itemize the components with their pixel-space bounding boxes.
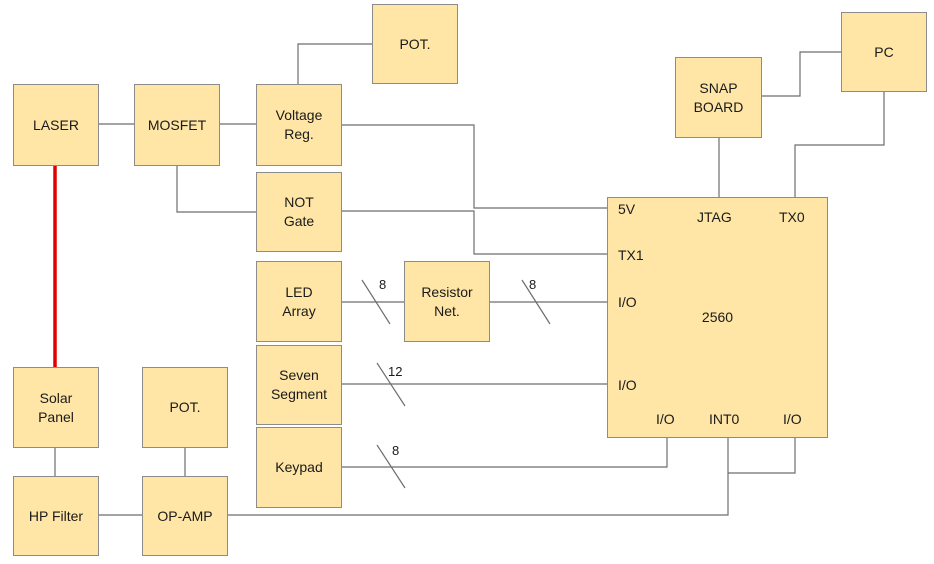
microcontroller-label: 2560 bbox=[701, 309, 734, 325]
laser-block: LASER bbox=[13, 84, 99, 166]
pin-5v: 5V bbox=[618, 201, 636, 217]
mosfet-block: MOSFET bbox=[134, 84, 220, 166]
solar-panel-block: Solar Panel bbox=[13, 367, 99, 448]
pin-io-led: I/O bbox=[618, 294, 637, 310]
voltage-regulator-block: Voltage Reg. bbox=[256, 84, 342, 166]
pin-io-seven-segment: I/O bbox=[618, 377, 637, 393]
bus-width-led-resistor: 8 bbox=[379, 277, 387, 292]
wire-snap-board-pc bbox=[762, 51, 841, 97]
pc-block: PC bbox=[841, 12, 927, 92]
pin-jtag: JTAG bbox=[697, 209, 732, 225]
led-array-block: LED Array bbox=[256, 261, 342, 342]
bus-width-seven-segment: 12 bbox=[388, 364, 403, 379]
pin-tx0: TX0 bbox=[779, 209, 805, 225]
not-gate-block: NOT Gate bbox=[256, 172, 342, 252]
wire-voltage-reg-5v bbox=[342, 124, 607, 209]
wire-keypad-io bbox=[342, 438, 668, 468]
bus-slash-keypad bbox=[376, 444, 406, 489]
snap-board-block: SNAP BOARD bbox=[675, 57, 762, 138]
bus-width-resistor-io: 8 bbox=[529, 277, 537, 292]
pin-io-keypad: I/O bbox=[656, 411, 675, 427]
seven-segment-block: Seven Segment bbox=[256, 345, 342, 425]
bus-slash-led-resistor bbox=[361, 279, 391, 325]
wire-int0-io bbox=[728, 438, 796, 474]
pin-io-right: I/O bbox=[783, 411, 802, 427]
wire-op-amp-int0 bbox=[228, 438, 729, 516]
potentiometer-top-block: POT. bbox=[372, 4, 458, 84]
wire-not-gate-tx1 bbox=[342, 210, 607, 255]
pin-tx1: TX1 bbox=[618, 247, 644, 263]
resistor-network-block: Resistor Net. bbox=[404, 261, 490, 342]
keypad-block: Keypad bbox=[256, 427, 342, 508]
pin-int0: INT0 bbox=[709, 411, 740, 427]
op-amp-block: OP-AMP bbox=[142, 476, 228, 556]
bus-width-keypad: 8 bbox=[392, 443, 400, 458]
microcontroller-block: 2560 bbox=[607, 197, 828, 438]
bus-slash-resistor-io bbox=[521, 279, 551, 325]
wire-voltage-reg-pot bbox=[297, 43, 372, 84]
potentiometer-bottom-block: POT. bbox=[142, 367, 228, 448]
wire-pc-tx0 bbox=[794, 92, 885, 197]
hp-filter-block: HP Filter bbox=[13, 476, 99, 556]
bus-slash-seven-segment bbox=[376, 362, 406, 407]
wire-mosfet-not-gate bbox=[176, 166, 256, 213]
